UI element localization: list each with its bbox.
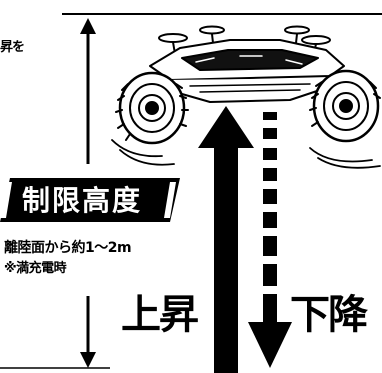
height-dimension-arrow-top	[80, 18, 96, 164]
ascend-arrow	[198, 106, 254, 373]
ascend-label: 上昇	[121, 292, 199, 338]
height-dimension-arrow-bottom	[80, 296, 96, 368]
altitude-limit-badge-shape	[0, 178, 180, 222]
altitude-range-text: 離陸面から約1～2m	[4, 240, 132, 256]
intro-text-fragment: 昇を	[0, 40, 25, 55]
altitude-limit-label: 制限高度	[22, 184, 143, 217]
altitude-limit-badge: 制限高度	[0, 176, 180, 222]
descend-arrow	[248, 112, 292, 368]
descend-label: 下降	[290, 292, 368, 338]
full-charge-note: ※満充電時	[4, 261, 67, 276]
drone-illustration	[111, 25, 381, 169]
